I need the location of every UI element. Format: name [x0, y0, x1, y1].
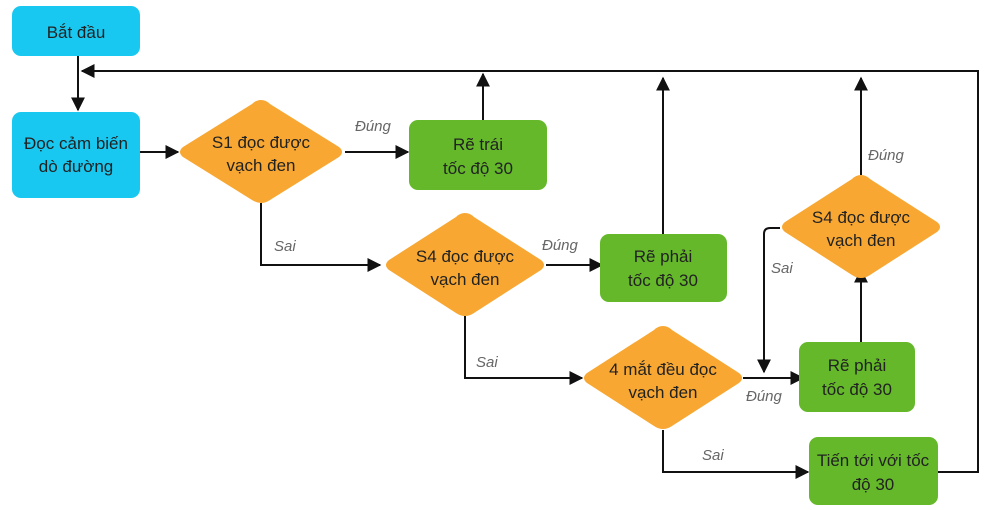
- read-sensor-label-line-2: dò đường: [39, 157, 114, 176]
- connectors: [71, 56, 979, 479]
- decision-s1-label-line-2: vạch đen: [227, 156, 296, 175]
- decision-s4-second: S4 đọc được vạch đen: [782, 175, 940, 278]
- decision-all-four-label-line-1: 4 mắt đều đọc: [609, 360, 717, 379]
- forward-label-line-1: Tiến tới với tốc: [817, 451, 930, 470]
- edge-label-d2-yes: Đúng: [542, 237, 579, 254]
- edge-d2-no: [464, 316, 584, 385]
- edge-d4-no: [757, 227, 780, 374]
- turn-right-node-1: Rẽ phải tốc độ 30: [600, 234, 727, 302]
- decision-s1: S1 đọc được vạch đen: [180, 100, 342, 203]
- turn-right-1-label-line-2: tốc độ 30: [628, 271, 698, 290]
- turn-right-2-label-line-2: tốc độ 30: [822, 380, 892, 399]
- turn-left-label-line-1: Rẽ trái: [453, 135, 503, 154]
- decision-s1-label-line-1: S1 đọc được: [212, 133, 311, 152]
- decision-s4-second-label-line-2: vạch đen: [827, 231, 896, 250]
- turn-left-node: Rẽ trái tốc độ 30: [409, 120, 547, 190]
- decision-s4-first: S4 đọc được vạch đen: [386, 213, 544, 316]
- edge-loop-back: [80, 64, 979, 473]
- edge-label-d1-yes: Đúng: [355, 118, 392, 135]
- edge-label-d1-no: Sai: [274, 238, 296, 255]
- decision-s4-first-label-line-1: S4 đọc được: [416, 247, 515, 266]
- edge-label-d4-yes: Đúng: [868, 147, 905, 164]
- turn-left-label-line-2: tốc độ 30: [443, 159, 513, 178]
- edge-label-d4-no: Sai: [771, 260, 793, 277]
- turn-right-1-label-line-1: Rẽ phải: [634, 247, 693, 266]
- turn-right-2-label-line-1: Rẽ phải: [828, 356, 887, 375]
- edge-d1-no: [260, 203, 382, 272]
- decision-s4-second-label-line-1: S4 đọc được: [812, 208, 911, 227]
- read-sensor-node: Đọc cảm biến dò đường: [12, 112, 140, 198]
- edge-label-d2-no: Sai: [476, 354, 498, 371]
- forward-label-line-2: độ 30: [852, 475, 895, 494]
- edge-label-d3-no: Sai: [702, 447, 724, 464]
- decision-s4-first-label-line-2: vạch đen: [431, 270, 500, 289]
- edge-d3-no: [662, 430, 810, 479]
- start-label-line-1: Bắt đầu: [47, 23, 106, 42]
- start-node: Bắt đầu: [12, 6, 140, 56]
- forward-node: Tiến tới với tốc độ 30: [809, 437, 938, 505]
- decision-all-four: 4 mắt đều đọc vạch đen: [584, 326, 742, 429]
- decision-all-four-label-line-2: vạch đen: [629, 383, 698, 402]
- edge-label-d3-yes: Đúng: [746, 388, 783, 405]
- read-sensor-label-line-1: Đọc cảm biến: [24, 134, 128, 153]
- turn-right-node-2: Rẽ phải tốc độ 30: [799, 342, 915, 412]
